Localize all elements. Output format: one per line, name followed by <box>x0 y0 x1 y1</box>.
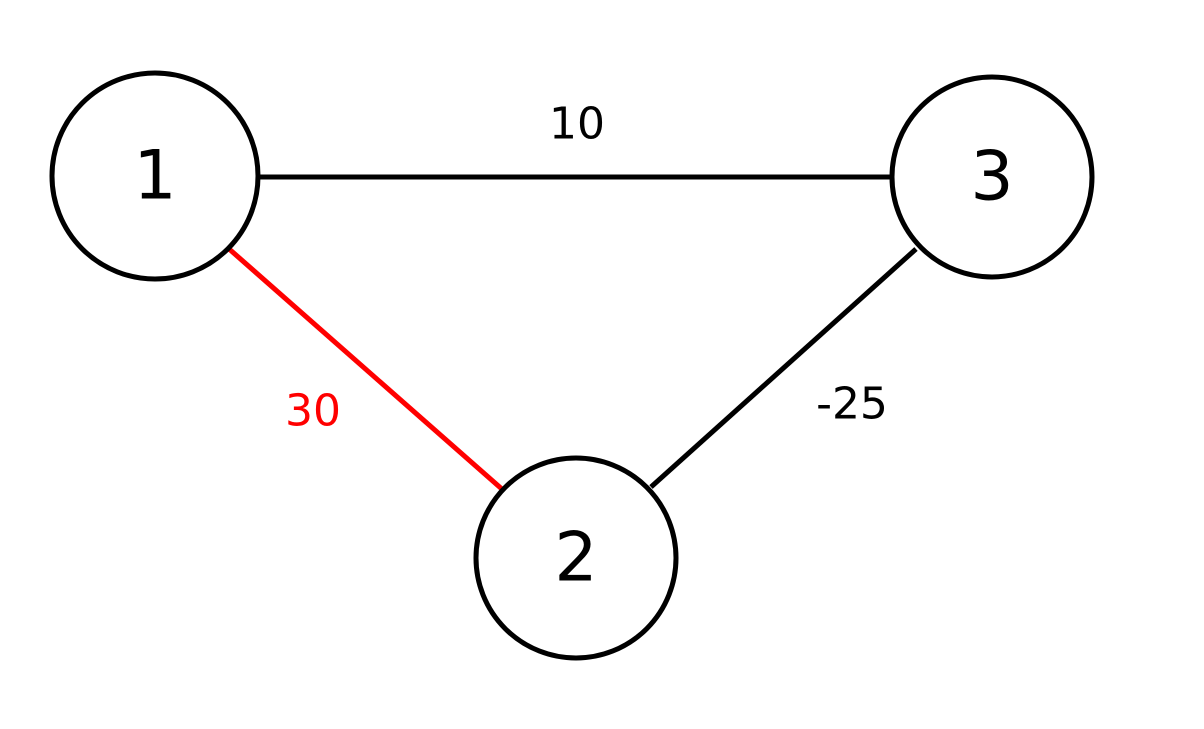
graph-node-3[interactable]: 3 <box>889 74 1095 280</box>
edges-layer <box>226 174 918 492</box>
edge-label-1-2: 30 <box>285 386 341 437</box>
node-label-1: 1 <box>133 137 176 216</box>
node-label-3: 3 <box>970 138 1013 217</box>
edge-label-2-3: -25 <box>816 379 888 430</box>
edge-2-3[interactable] <box>649 247 918 489</box>
graph-node-1[interactable]: 1 <box>49 70 261 282</box>
node-circle-1[interactable] <box>49 70 261 282</box>
node-label-2: 2 <box>554 519 597 598</box>
edge-labels-layer: 10 30 -25 <box>285 99 888 437</box>
nodes-layer: 1 2 3 <box>49 70 1095 661</box>
graph-node-2[interactable]: 2 <box>473 455 679 661</box>
edge-label-1-3: 10 <box>549 99 605 150</box>
node-circle-2[interactable] <box>473 455 679 661</box>
edge-1-2[interactable] <box>226 246 505 492</box>
node-circle-3[interactable] <box>889 74 1095 280</box>
